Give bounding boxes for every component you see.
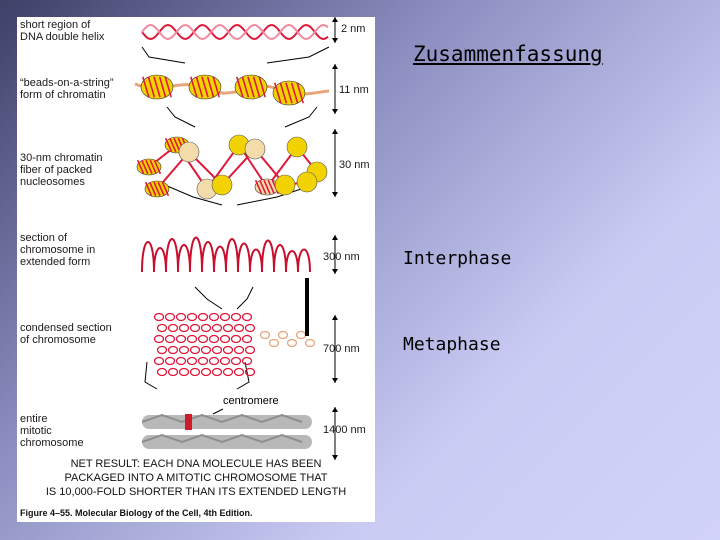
beads-on-string xyxy=(135,75,329,105)
nucleosome xyxy=(179,142,199,162)
nucleosome xyxy=(273,81,305,105)
nucleosome xyxy=(189,75,221,99)
nucleosome xyxy=(275,175,295,195)
label-dna-helix: short region of DNA double helix xyxy=(20,19,104,43)
metaphase-label: Metaphase xyxy=(403,334,501,355)
chromatin-packaging-figure: short region of DNA double helix “beads-… xyxy=(17,17,375,522)
label-extended-section: section of chromosome in extended form xyxy=(20,232,95,268)
nucleosome xyxy=(245,139,265,159)
figure-caption: Figure 4–55. Molecular Biology of the Ce… xyxy=(20,508,253,518)
label-condensed-section: condensed section of chromosome xyxy=(20,322,112,346)
interphase-label: Interphase xyxy=(403,248,511,269)
net-result-text: NET RESULT: EACH DNA MOLECULE HAS BEEN P… xyxy=(17,457,375,499)
condensed-chromosome-coils xyxy=(155,314,315,376)
interphase-metaphase-divider xyxy=(305,278,309,336)
slide-title: Zusammenfassung xyxy=(413,42,603,66)
mitotic-chromosome xyxy=(142,414,312,449)
nucleosome xyxy=(137,159,161,175)
scale-30nm: 30 nm xyxy=(339,159,370,171)
nucleosome xyxy=(141,75,173,99)
label-mitotic-chromosome: entire mitotic chromosome xyxy=(20,413,84,449)
dna-double-helix xyxy=(142,25,328,39)
centromere-label: centromere xyxy=(223,395,279,407)
scale-1400nm: 1400 nm xyxy=(323,424,366,436)
nucleosome xyxy=(297,172,317,192)
centromere-mark xyxy=(185,414,192,430)
scale-11nm: 11 nm xyxy=(339,84,369,96)
extended-chromosome-loops xyxy=(142,238,310,273)
nucleosome xyxy=(235,75,267,99)
scale-2nm: 2 nm xyxy=(341,23,365,35)
nucleosome xyxy=(212,175,232,195)
scale-700nm: 700 nm xyxy=(323,343,360,355)
scale-300nm: 300 nm xyxy=(323,251,360,263)
nucleosome xyxy=(287,137,307,157)
label-30nm-fiber: 30-nm chromatin fiber of packed nucleoso… xyxy=(20,152,103,188)
label-beads-on-string: “beads-on-a-string” form of chromatin xyxy=(20,77,114,101)
nucleosome xyxy=(145,181,169,197)
